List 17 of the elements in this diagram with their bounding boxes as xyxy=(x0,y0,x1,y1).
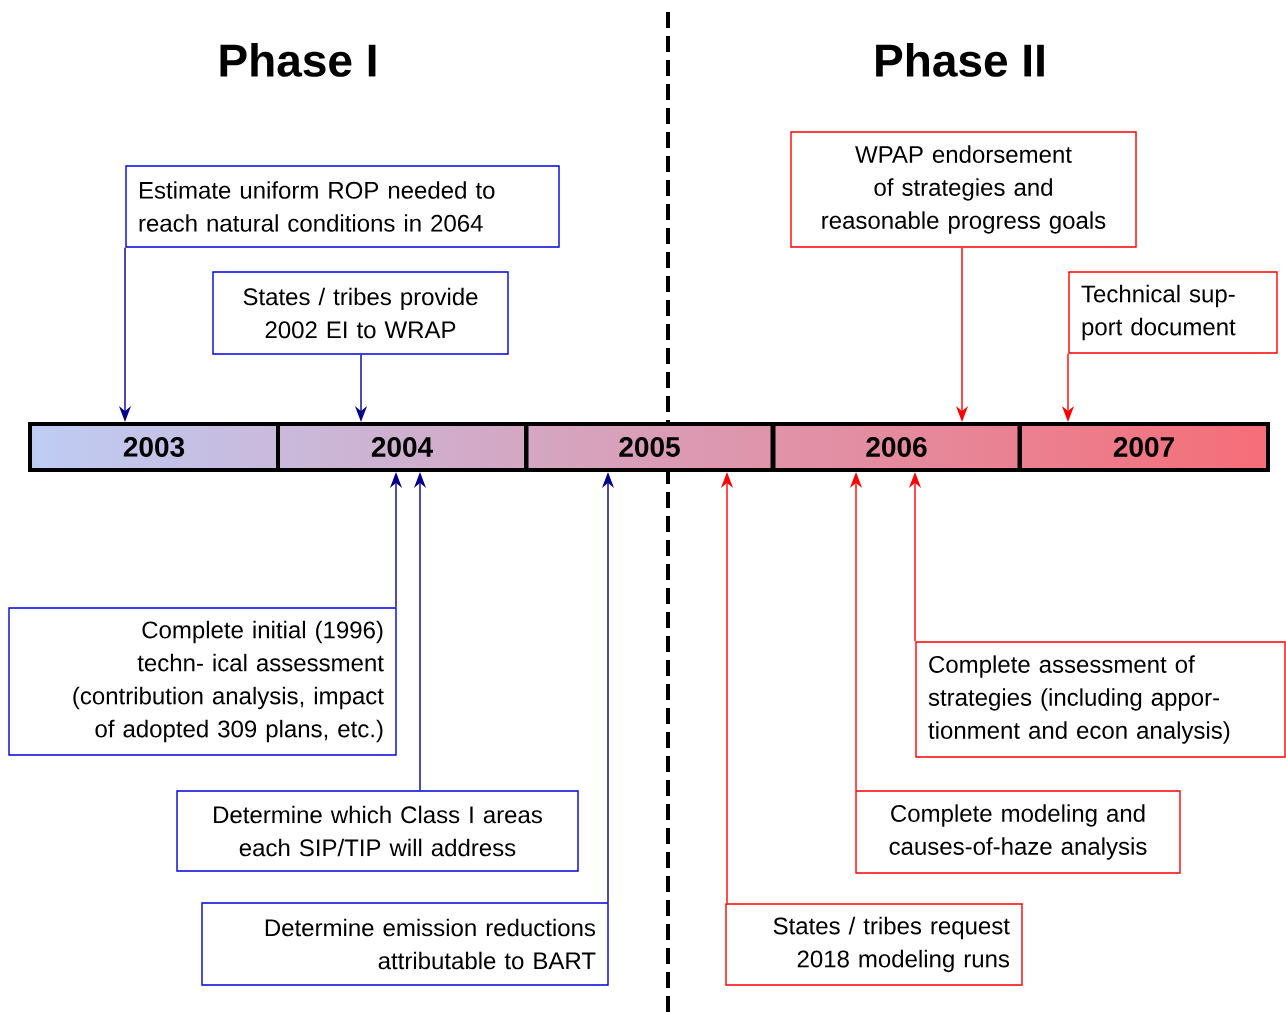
event-box: Complete assessment of strategies (including appor- tionment and econ analysis) xyxy=(915,641,1286,758)
event-box: Determine emission reductions attributable to BART xyxy=(201,902,609,986)
year-segment: 2006 xyxy=(771,422,1022,472)
event-box: Estimate uniform ROP needed to reach natural conditions in 2064 xyxy=(125,165,560,248)
event-box: States / tribes request 2018 modeling runs xyxy=(725,903,1023,986)
year-segment: 2007 xyxy=(1018,422,1270,472)
phase-title: Phase I xyxy=(220,43,376,77)
event-box: WPAP endorsement of strategies and reasonable progress goals xyxy=(790,131,1137,248)
year-segment: 2003 xyxy=(28,422,280,472)
event-box: Determine which Class I areas each SIP/TIP will address xyxy=(176,790,579,872)
event-box: Complete initial (1996) techn- ical assessment (contribution analysis, impact of adopted 309 plans, etc.) xyxy=(8,607,397,756)
event-box: States / tribes provide 2002 EI to WRAP xyxy=(212,271,509,355)
event-box: Technical sup- port document xyxy=(1068,271,1278,354)
phase-title: Phase II xyxy=(876,43,1044,77)
event-box: Complete modeling and causes-of-haze analysis xyxy=(855,790,1181,874)
year-segment: 2004 xyxy=(276,422,528,472)
year-segment: 2005 xyxy=(524,422,775,472)
